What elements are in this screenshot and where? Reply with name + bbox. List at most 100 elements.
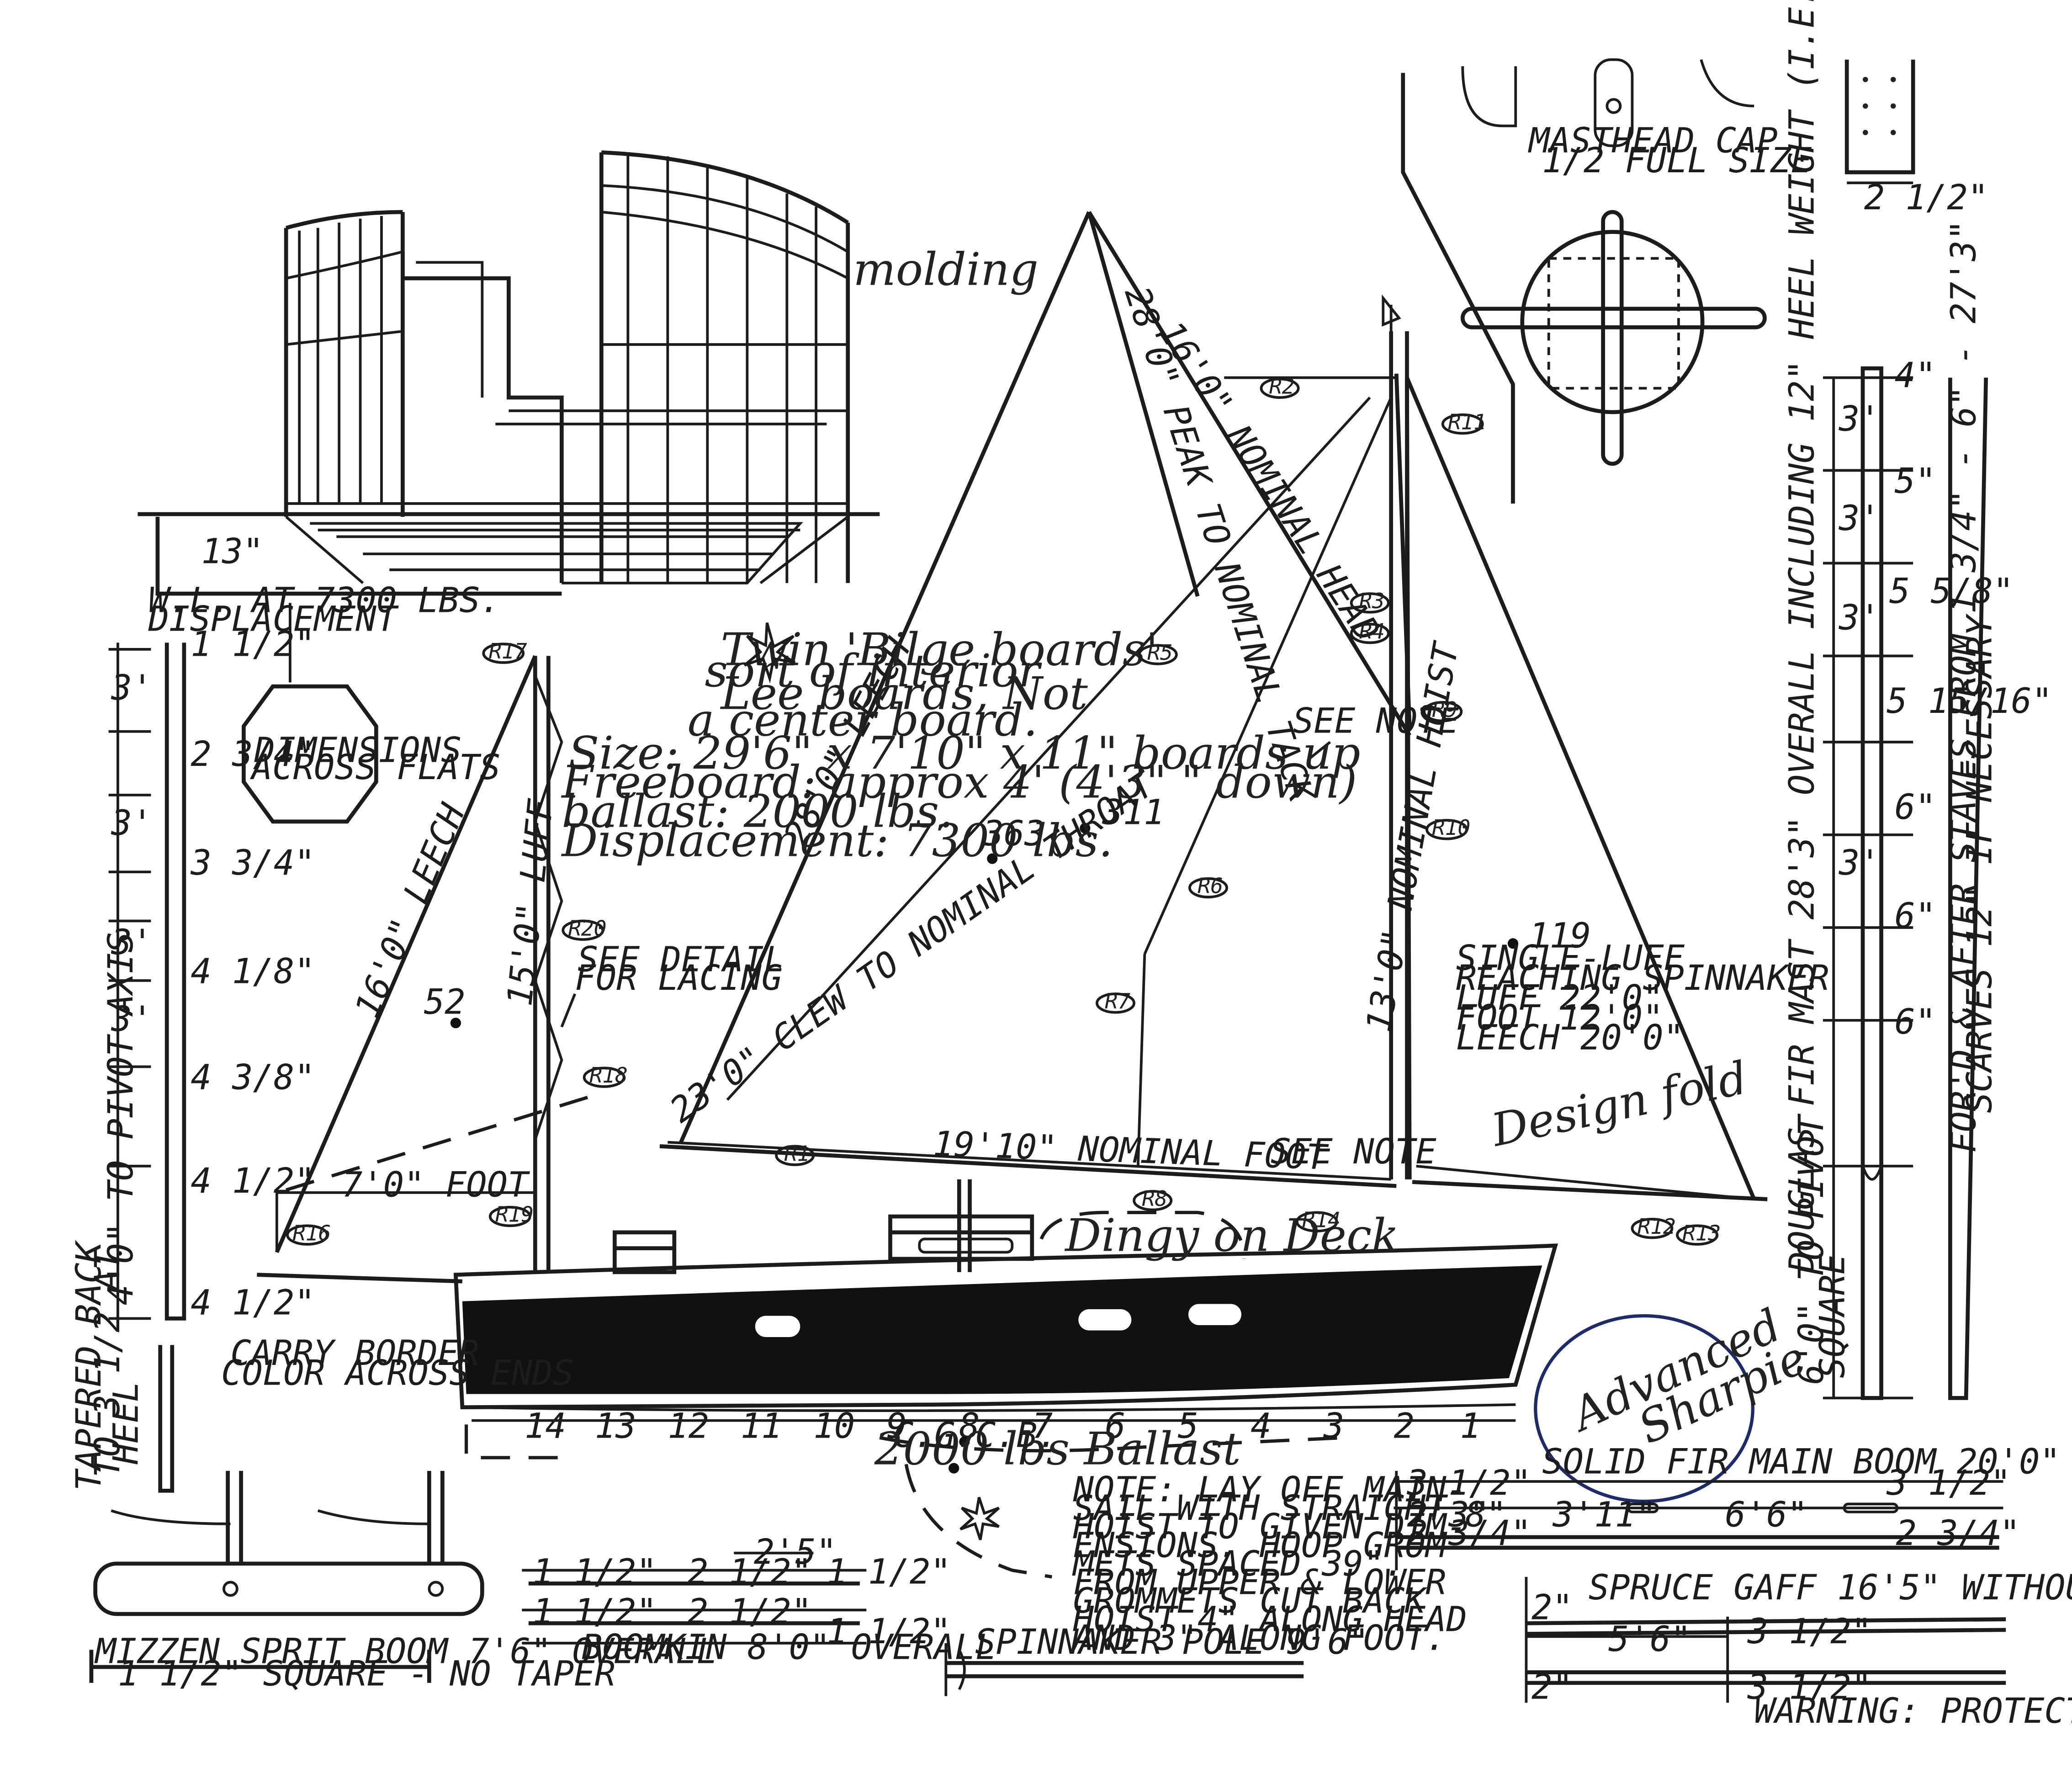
main-mast-dim-3: 3' — [1839, 498, 1881, 538]
ref-r5: R5 — [1138, 640, 1178, 665]
boomkin-label: BOOMKIN 8'0" OVERALL — [582, 1627, 996, 1667]
waterline-note-2: DISPLACEMENT — [148, 599, 399, 639]
main-boom-dim-0: 3 1/2" — [1406, 1463, 1531, 1503]
twin-note-3: Lee boards, Not — [720, 667, 1088, 720]
rigging-refs: R1 R2 R3 R4 R5 R6 R7 R8 R9 R10 R11 R12 R… — [286, 374, 1721, 1246]
ref-r5-text: R5 — [1147, 640, 1173, 665]
main-boom-dim-7: 2 3/4" — [1896, 1513, 2020, 1553]
station-6: 6 — [1105, 1406, 1125, 1446]
mizzen-mast-dim-2: 2 3/4" — [191, 734, 315, 774]
mizzen-luff-label: 15'0" LUFF — [499, 797, 561, 1008]
sail-plan — [275, 211, 1768, 1272]
ref-r2-text: R2 — [1269, 374, 1295, 398]
main-mast-dim-8: 3' — [1839, 843, 1881, 883]
mizzen-mast-dim-10: 4 1/2" — [191, 1283, 315, 1323]
station-7: 7 — [1032, 1406, 1053, 1446]
mizzen-mast-dim-7: 3' — [111, 999, 153, 1039]
hoop-note-4: METS SPACED 39". — [1072, 1544, 1405, 1584]
main-mast-pivot-2: SQUARE — [1812, 1253, 1852, 1378]
main-mast-taper: FOR'D & AFTER STAVES FROM 1 3/4" - 6" - … — [1943, 220, 1983, 1153]
station-10: 10 — [813, 1406, 855, 1446]
ref-r17-text: R17 — [489, 639, 527, 664]
mizzen-mast-dim-5: 3' — [111, 922, 153, 962]
main-boom-dim-4: 3'11" — [1552, 1495, 1656, 1535]
ref-r3-text: R3 — [1359, 589, 1385, 613]
ref-r4-text: R4 — [1359, 619, 1385, 644]
main-boom-dim-1: 3 1/2" — [1886, 1463, 2011, 1503]
main-mast-dim-5: 3' — [1839, 597, 1881, 637]
ref-r6-text: R6 — [1198, 873, 1223, 898]
hoop-note-2: HOIST TO GIVEN DIM- — [1073, 1507, 1467, 1547]
spinnaker-foot: FOOT 12'0" — [1456, 998, 1664, 1038]
station-12: 12 — [668, 1406, 709, 1446]
ref-r13-text: R13 — [1683, 1221, 1721, 1245]
mizzen-lacing-1: SEE DETAIL — [578, 940, 785, 980]
main-mast-scarf: SCARVES 12" IF NECESSARY — [1959, 613, 1999, 1113]
mizzen-mast-pivot: 4'0" TO PIVOT AXIS — [101, 932, 141, 1306]
cg-label: C.G. — [893, 1415, 976, 1455]
star-doodle-bottom — [959, 1497, 1000, 1540]
octagon-line-1: DIMENSIONS — [254, 730, 462, 770]
gaff-detail: SPRUCE GAFF 16'5" WITHOUT JAWS 2" 5'6" 3… — [1525, 1567, 2072, 1707]
station-9: 9 — [886, 1406, 907, 1446]
hoop-note-6: GROMMETS CUT BACK — [1073, 1581, 1428, 1621]
displacement-note: Displacement: 7300 lbs. — [561, 814, 1113, 867]
ref-r11-text: R11 — [1448, 410, 1486, 435]
spinnaker-area: 119 — [1529, 915, 1591, 956]
mizzen-taper-2: TO 3 1/2 AT — [87, 1247, 127, 1478]
ref-r12-text: R12 — [1637, 1214, 1676, 1239]
octagon-line-2: ACROSS FLATS — [250, 747, 501, 787]
star-doodle-top — [743, 622, 796, 684]
waterline-note-1: W.L. AT 7300 LBS. — [148, 580, 501, 621]
station-13: 13 — [595, 1406, 636, 1446]
ref-r13: R13 — [1676, 1221, 1721, 1246]
station-11: 11 — [741, 1406, 782, 1446]
ref-r1-text: R1 — [784, 1141, 810, 1166]
hoop-note-7: HOIST 4" ALONG HEAD — [1073, 1599, 1467, 1640]
mizzen-mast-dim-6: 4 1/8" — [191, 951, 315, 992]
main-boom-dim-3: 8" — [1465, 1495, 1507, 1535]
hoop-note-8: AND 3" ALONG FOOT. — [1071, 1618, 1447, 1658]
mizzen-mast-dim-9: 4 1/2" — [191, 1161, 315, 1201]
waterline-depth-dim: 13" — [201, 531, 264, 571]
mizzen-mast-dim-0: 1 1/2" — [191, 624, 315, 664]
ref-r7: R7 — [1095, 989, 1135, 1014]
boomkin-dim-2: 2'5" — [754, 1532, 837, 1572]
spinnaker-line-1: SINGLE-LUFF — [1456, 938, 1685, 978]
ref-r4: R4 — [1350, 619, 1390, 644]
ref-r19-text: R19 — [495, 1202, 534, 1227]
main-mast-spar: 4" 3' 5" 3' 5 5/8" 3' 5 15/16" 6" 3' 6" … — [1782, 0, 2052, 1400]
main-mast-dim-2: 5" — [1895, 461, 1936, 501]
ref-r10: R10 — [1425, 815, 1470, 840]
spinnaker-line-2: REACHING SPINNAKER — [1456, 958, 1829, 998]
hull-profile: Dingy on Deck 14 13 12 11 10 9 8 7 6 5 4… — [257, 1179, 1558, 1579]
main-mast-dim-6: 5 15/16" — [1887, 681, 2052, 721]
ref-r18: R18 — [583, 1063, 628, 1088]
ref-r20: R20 — [562, 916, 607, 941]
twin-note-2: sort of interior — [705, 645, 1042, 697]
masthead-dim: 2 1/2" — [1864, 177, 1988, 218]
mizzen-mast-dim-4: 3 3/4" — [190, 843, 315, 883]
molding-label: molding — [853, 243, 1039, 296]
main-boom-detail: SOLID FIR MAIN BOOM 20'0" WITHOUT GOOSEN… — [1394, 1442, 2072, 1571]
size-note: Size: 29'6" x 7'10" x 11" boards up — [568, 727, 1361, 780]
mizzen-mast-dim-1: 3' — [111, 668, 153, 708]
main-mast-pivot-1: 6'0" TO PIVOT — [1791, 1113, 1831, 1385]
hoop-note-1: SAIL WITH STRAIGHT — [1073, 1488, 1448, 1528]
ref-r2: R2 — [1260, 374, 1300, 399]
boomkin-dim-6: 1 1/2" — [827, 1611, 951, 1651]
hoop-note-3: ENSIONS. HOOP GROM- — [1073, 1525, 1467, 1565]
mizzen-sprit-line-1: MIZZEN SPRIT BOOM 7'6" OVERALL — [94, 1631, 717, 1671]
ref-r19: R19 — [488, 1202, 534, 1227]
spinnaker-leech: LEECH 20'0" — [1456, 1018, 1684, 1058]
ref-r7-text: R7 — [1105, 989, 1130, 1014]
hull-section-view: 13" W.L. AT 7300 LBS. DISPLACEMENT moldi… — [138, 150, 1039, 683]
gaff-dim-1: 5'6" — [1608, 1619, 1691, 1659]
boomkin-dim-4: 1 1/2" — [533, 1591, 657, 1631]
mizzen-taper-1: TAPERED BACK — [69, 1240, 109, 1491]
station-5: 5 — [1178, 1406, 1198, 1446]
ref-r9-text: R9 — [1432, 697, 1458, 722]
hoop-grommet-note: NOTE: LAY OFF MAIN- SAIL WITH STRAIGHT H… — [1071, 1470, 1467, 1658]
gaff-dim-2: 3 1/2" — [1747, 1611, 1872, 1651]
mizzen-area: 52 — [424, 982, 466, 1022]
